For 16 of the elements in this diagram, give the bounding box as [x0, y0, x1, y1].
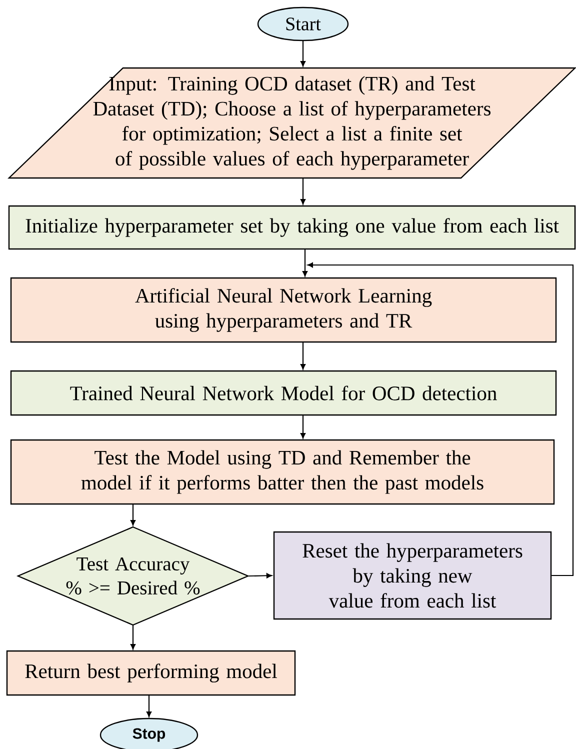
arrow — [307, 262, 574, 576]
arrow — [248, 573, 272, 578]
process-box: Reset the hyperparameters by taking new value from each list — [273, 531, 552, 620]
arrow — [146, 695, 152, 718]
arrow — [300, 178, 306, 205]
arrow — [130, 504, 136, 526]
arrow — [300, 415, 306, 439]
process-box: Test the Model using TD and Remember the model if it performs batter then the past models — [10, 439, 555, 505]
process-box: Trained Neural Network Model for OCD detection — [10, 370, 557, 416]
process-box: Artificial Neural Network Learning using hyperparameters and TR — [10, 277, 557, 343]
arrow — [130, 625, 136, 650]
arrow — [300, 40, 306, 67]
arrow — [300, 342, 306, 370]
process-box: Return best performing model — [6, 650, 296, 696]
arrow — [302, 249, 308, 277]
process-box: Initialize hyperparameter set by taking one value from each list — [8, 205, 576, 250]
